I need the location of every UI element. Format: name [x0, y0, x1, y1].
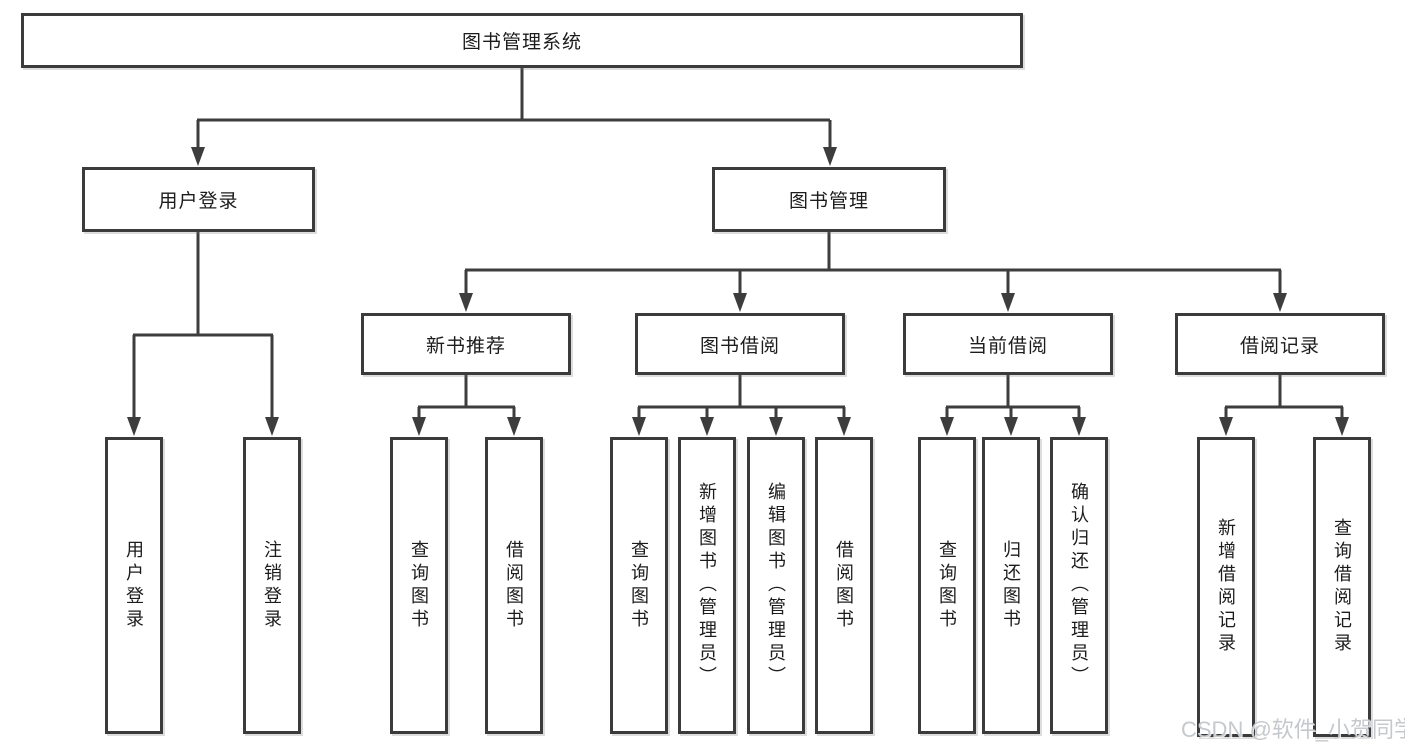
node-book-borrowing: 图书借阅 — [635, 313, 845, 375]
connector-current-borrow-to-leaves — [945, 375, 1081, 420]
connector-book-management-to-level3 — [464, 232, 1282, 296]
leaf-borrow-books-recommend: 借阅图书 — [485, 437, 543, 734]
node-borrowing-records: 借阅记录 — [1175, 313, 1385, 375]
node-label: 归还图书 — [1001, 539, 1021, 632]
node-label: 用户登录 — [158, 191, 239, 212]
leaf-add-borrow-record: 新增借阅记录 — [1197, 437, 1255, 737]
leaf-query-borrow-record: 查询借阅记录 — [1313, 437, 1371, 737]
node-label: 查询图书 — [937, 539, 957, 632]
node-label: 借阅图书 — [834, 539, 854, 632]
leaf-edit-books-admin: 编辑图书（管理员） — [747, 437, 805, 734]
node-new-book-recommendation: 新书推荐 — [361, 313, 571, 375]
node-label: 新书推荐 — [425, 335, 506, 357]
node-label: 确认归还（管理员） — [1069, 482, 1089, 689]
node-label: 用户登录 — [124, 539, 144, 632]
connector-user-login-to-leaves — [132, 232, 274, 420]
connector-book-borrow-to-leaves — [637, 375, 846, 420]
node-library-management-system: 图书管理系统 — [21, 13, 1023, 68]
node-book-management: 图书管理 — [712, 167, 946, 232]
leaf-query-books-current: 查询图书 — [918, 437, 976, 734]
leaf-logout: 注销登录 — [243, 437, 301, 734]
node-current-borrowing: 当前借阅 — [903, 313, 1113, 375]
leaf-query-books-recommend: 查询图书 — [390, 437, 448, 734]
node-label: 查询借阅记录 — [1332, 518, 1352, 656]
node-label: 借阅记录 — [1239, 335, 1320, 357]
node-label: 当前借阅 — [967, 335, 1048, 357]
node-label: 新增借阅记录 — [1216, 518, 1236, 656]
node-label: 图书借阅 — [699, 335, 780, 357]
arrowheads — [127, 147, 1349, 436]
leaf-return-books: 归还图书 — [982, 437, 1040, 734]
node-label: 编辑图书（管理员） — [766, 482, 786, 689]
leaf-borrow-books: 借阅图书 — [815, 437, 873, 734]
connector-new-book-to-leaves — [417, 375, 516, 420]
node-label: 借阅图书 — [504, 539, 524, 632]
node-label: 图书管理 — [788, 191, 869, 212]
node-label: 查询图书 — [629, 539, 649, 632]
leaf-query-books-borrow: 查询图书 — [610, 437, 668, 734]
node-label: 查询图书 — [409, 539, 429, 632]
node-user-login: 用户登录 — [82, 167, 315, 232]
node-label: 注销登录 — [262, 539, 282, 632]
leaf-confirm-return-admin: 确认归还（管理员） — [1050, 437, 1108, 734]
leaf-add-books-admin: 新增图书（管理员） — [678, 437, 736, 734]
leaf-user-login: 用户登录 — [105, 437, 163, 734]
node-label: 图书管理系统 — [461, 32, 582, 53]
connector-borrow-record-to-leaves — [1224, 375, 1344, 420]
connector-root-to-level2 — [196, 68, 832, 150]
csdn-watermark: CSDN @软件_小贺同学 — [1181, 717, 1405, 742]
node-label: 新增图书（管理员） — [697, 482, 717, 689]
